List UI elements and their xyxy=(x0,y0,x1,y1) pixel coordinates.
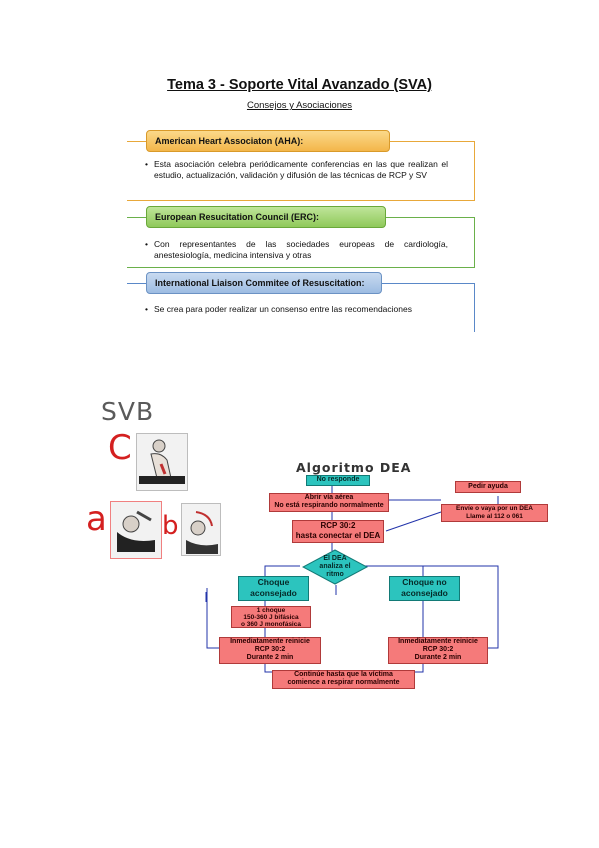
svb-title: SVB xyxy=(101,397,155,426)
no-responde-box: No responde xyxy=(306,475,370,486)
ilcor-header: International Liaison Commitee of Resusc… xyxy=(146,272,382,294)
dea-diamond xyxy=(302,549,368,585)
compression-figure-icon xyxy=(139,439,185,484)
chest-compression-image xyxy=(136,433,188,491)
envie-dea-box: Envíe o vaya por un DEA Llame al 112 o 0… xyxy=(441,504,548,522)
breathing-figure-icon xyxy=(186,511,218,554)
bullet-icon: • xyxy=(145,159,148,169)
airway-image xyxy=(110,501,162,559)
bullet-icon: • xyxy=(145,304,148,314)
abrir-via-box: Abrir vía aérea No está respirando norma… xyxy=(269,493,389,512)
ilcor-text: Se crea para poder realizar un consenso … xyxy=(154,304,412,314)
choque-aconsejado-box: Choque aconsejado xyxy=(238,576,309,601)
airway-figure-icon xyxy=(117,510,155,552)
erc-header: European Resucitation Council (ERC): xyxy=(146,206,386,228)
aha-description: • Esta asociación celebra periódicamente… xyxy=(145,159,448,181)
letter-c: C xyxy=(108,428,132,468)
bullet-icon: • xyxy=(145,239,148,249)
erc-text: Con representantes de las sociedades eur… xyxy=(154,239,448,260)
dea-analiza-text: El DEA analiza el ritmo xyxy=(319,555,351,578)
breathing-image xyxy=(181,503,221,556)
ilcor-description: • Se crea para poder realizar un consens… xyxy=(145,304,448,315)
un-choque-box: 1 choque 150-360 J bifásica o 360 J mono… xyxy=(231,606,311,628)
letter-a: a xyxy=(86,499,107,539)
aha-header: American Heart Associaton (AHA): xyxy=(146,130,390,152)
choque-no-aconsejado-box: Choque no aconsejado xyxy=(389,576,460,601)
continue-box: Continúe hasta que la víctima comience a… xyxy=(272,670,415,689)
erc-description: • Con representantes de las sociedades e… xyxy=(145,239,448,261)
reinicie-left-box: Inmediatamente reinicie RCP 30:2 Durante… xyxy=(219,637,321,664)
aha-text: Esta asociación celebra periódicamente c… xyxy=(154,159,448,180)
pedir-ayuda-box: Pedir ayuda xyxy=(455,481,521,493)
reinicie-right-box: Inmediatamente reinicie RCP 30:2 Durante… xyxy=(388,637,488,664)
page-subtitle: Consejos y Asociaciones xyxy=(246,100,353,111)
algorithm-title: Algoritmo DEA xyxy=(296,460,412,475)
rcp-box: RCP 30:2 hasta conectar el DEA xyxy=(292,520,384,543)
letter-b: b xyxy=(162,511,179,541)
page-title: Tema 3 - Soporte Vital Avanzado (SVA) xyxy=(167,77,432,93)
